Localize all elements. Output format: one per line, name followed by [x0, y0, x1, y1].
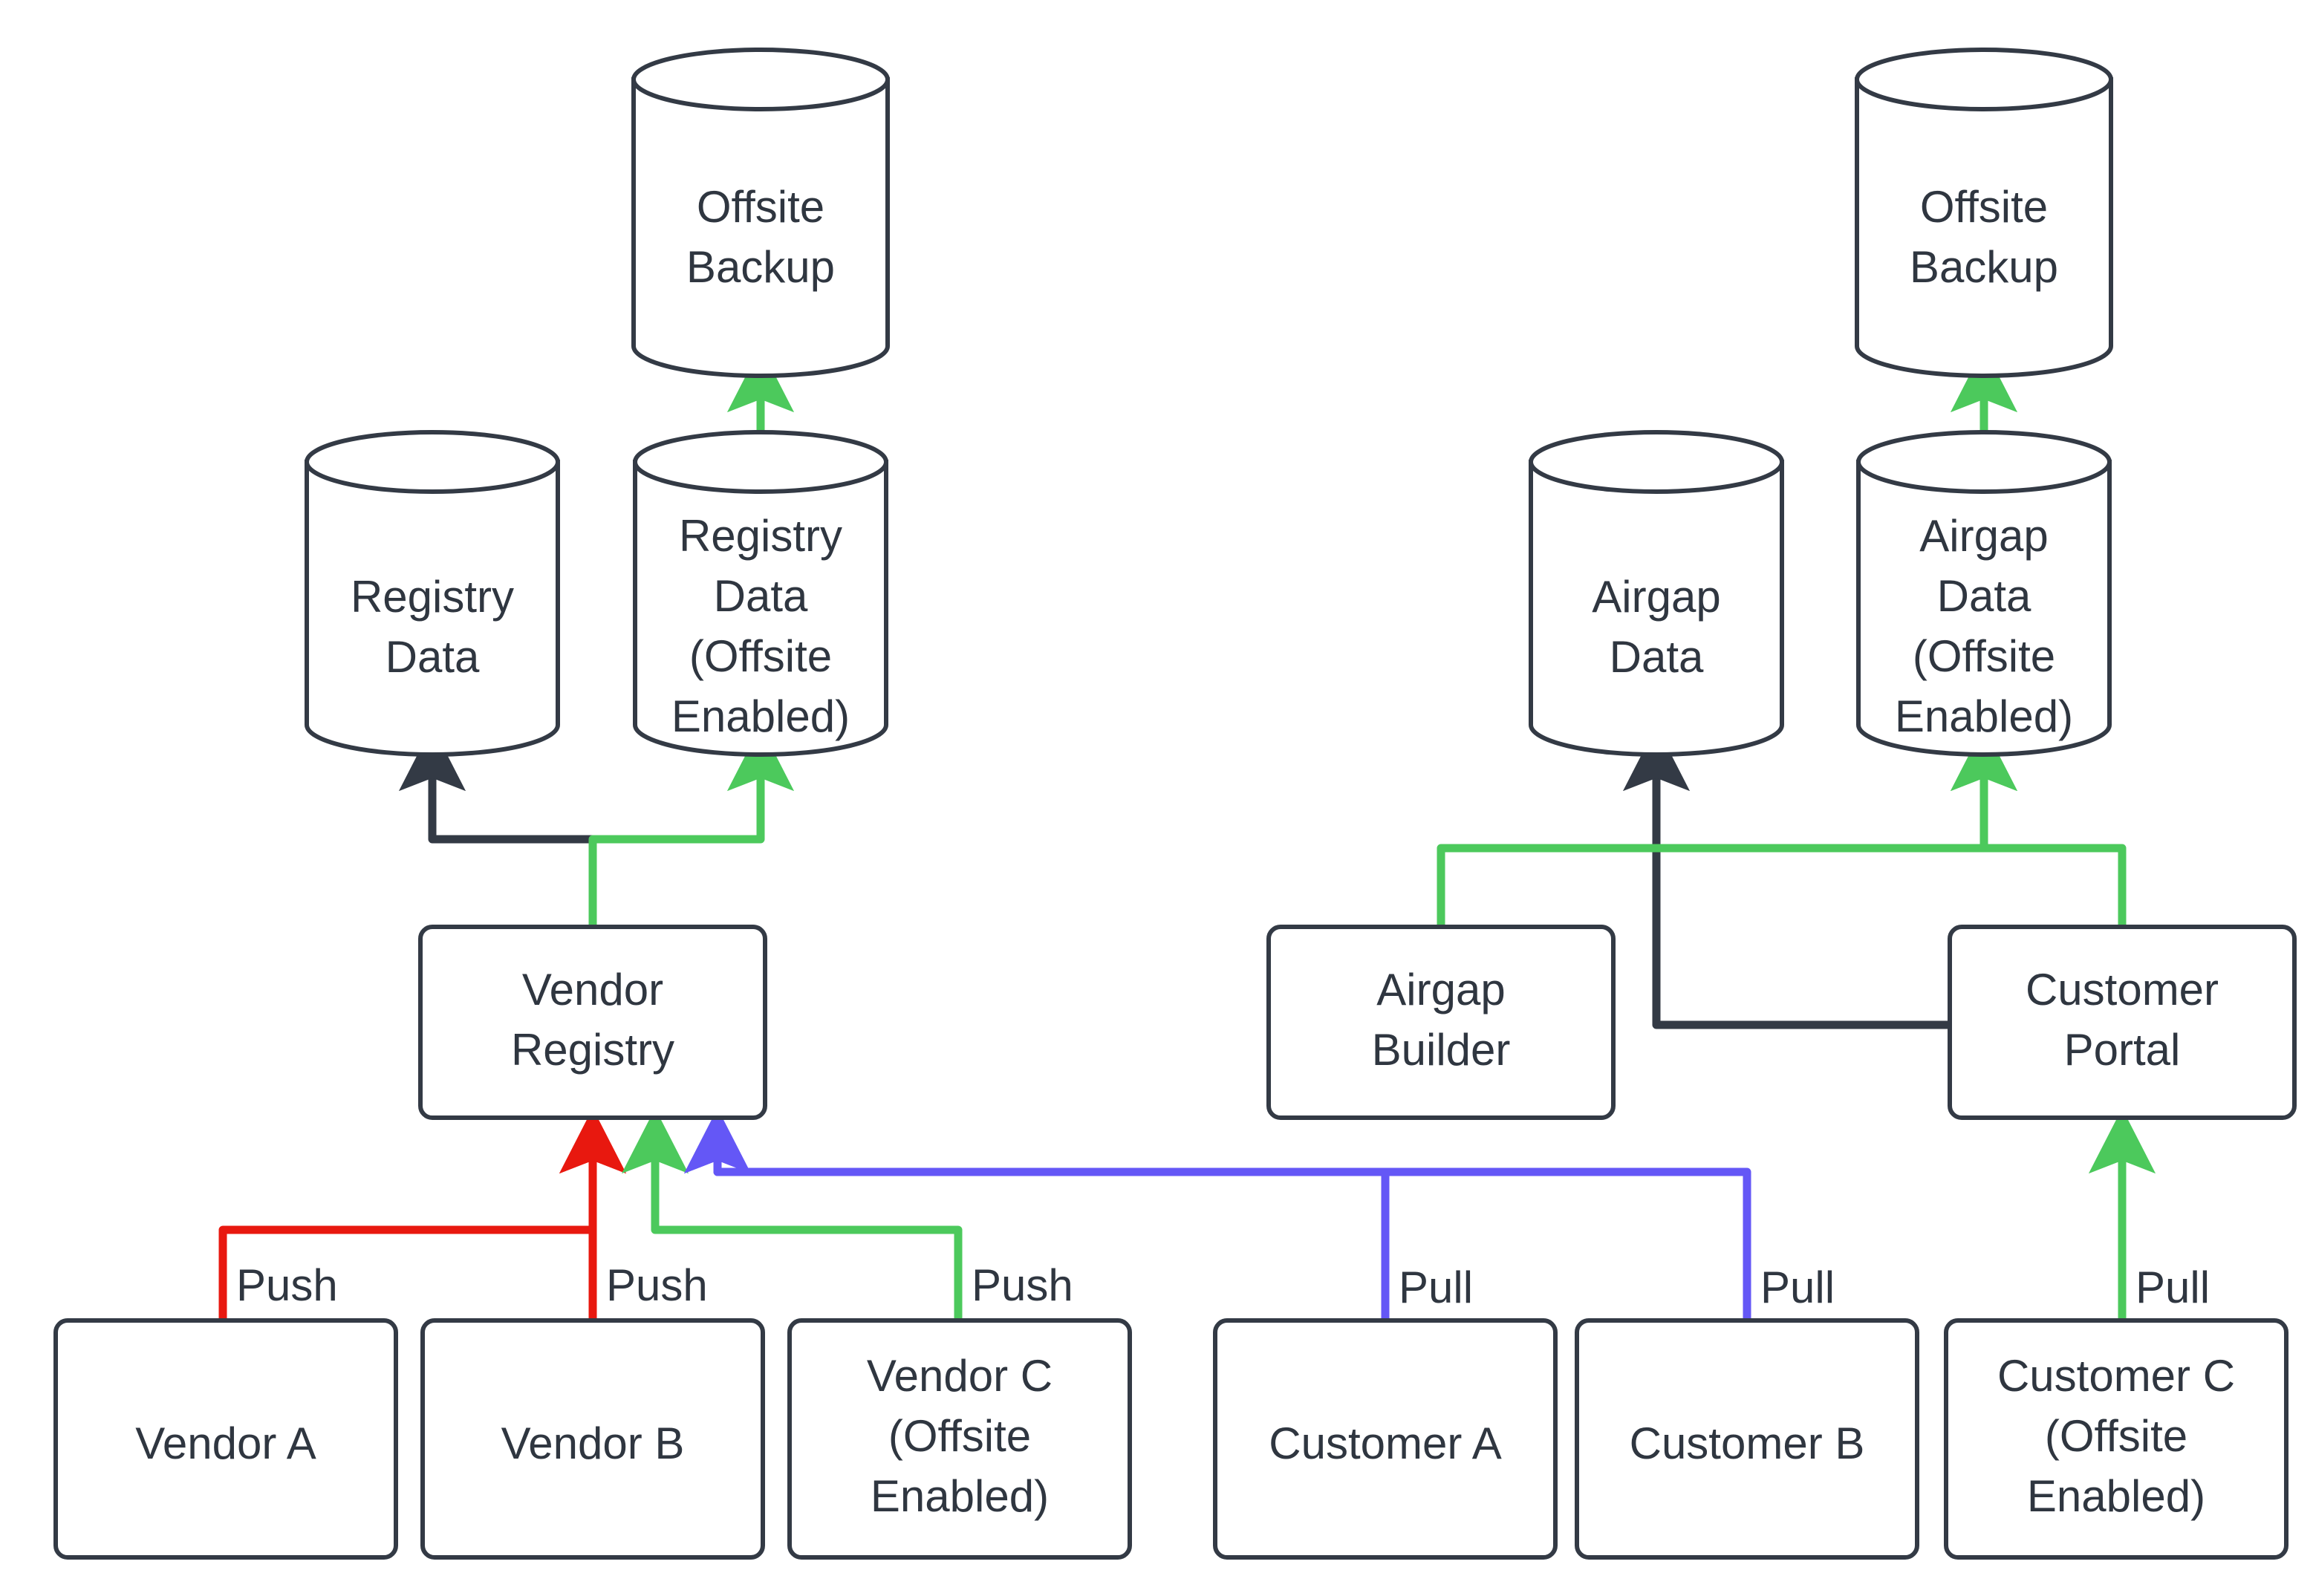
node-vendor-b[interactable]: Vendor B [420, 1318, 765, 1560]
node-registry-data[interactable]: Registry Data [305, 430, 560, 757]
vendor-b-box [420, 1318, 765, 1560]
airgap-data-body [1529, 460, 1784, 757]
airgap-data-label-line1: Airgap [1592, 572, 1720, 622]
airgap-builder-box [1266, 925, 1616, 1120]
node-airgap-data[interactable]: Airgap Data [1529, 430, 1784, 757]
vendor-c-box [787, 1318, 1132, 1560]
customer-a-box [1213, 1318, 1558, 1560]
airgap-data-label-line2: Data [1610, 632, 1704, 682]
offsite-backup-left-label-line2: Backup [686, 242, 835, 292]
edge-customer-b-to-vendor-registry [683, 1108, 1751, 1318]
airgap-data-offsite-label-line1: Airgap [1919, 511, 2048, 561]
node-customer-portal[interactable]: Customer Portal [1948, 925, 2297, 1120]
edge-label-layer: Push Push Push Pull Pull Pull [236, 1260, 2210, 1312]
edge-label-push-c: Push [972, 1260, 1073, 1310]
vendor-c-label-line3: Enabled) [871, 1471, 1049, 1521]
vendor-c-label-line1: Vendor C [867, 1351, 1053, 1401]
registry-data-label-line2: Data [386, 632, 480, 682]
node-vendor-registry[interactable]: Vendor Registry [418, 925, 767, 1120]
registry-data-offsite-label-line3: (Offsite [689, 631, 832, 681]
node-airgap-data-offsite[interactable]: Airgap Data (Offsite Enabled) [1856, 430, 2112, 757]
node-offsite-backup-left[interactable]: Offsite Backup [631, 48, 890, 378]
vendor-b-label: Vendor B [501, 1419, 685, 1468]
registry-data-offsite-top [633, 430, 888, 494]
edge-label-pull-c: Pull [2135, 1263, 2210, 1312]
offsite-backup-right-body [1855, 77, 2113, 378]
customer-portal-label-line1: Customer [2026, 965, 2219, 1014]
registry-data-offsite-label-line2: Data [714, 571, 808, 621]
vendor-registry-label-line2: Registry [511, 1025, 674, 1075]
airgap-data-offsite-label-line3: (Offsite [1913, 631, 2055, 681]
registry-data-offsite-body [633, 460, 888, 757]
customer-b-box [1575, 1318, 1919, 1560]
registry-data-body [305, 460, 560, 757]
customer-c-label-line3: Enabled) [2027, 1471, 2205, 1521]
offsite-backup-right-top [1855, 48, 2113, 111]
node-vendor-a[interactable]: Vendor A [53, 1318, 398, 1560]
airgap-builder-label-line1: Airgap [1376, 965, 1505, 1014]
vendor-a-box [53, 1318, 398, 1560]
edge-label-pull-b: Pull [1760, 1263, 1835, 1312]
edge-label-push-b: Push [606, 1260, 708, 1310]
edge-label-push-a: Push [236, 1260, 338, 1310]
customer-c-label-line2: (Offsite [2045, 1411, 2187, 1461]
airgap-data-offsite-top [1856, 430, 2112, 494]
vendor-registry-box [418, 925, 767, 1120]
customer-b-label: Customer B [1630, 1419, 1865, 1468]
vendor-registry-label-line1: Vendor [522, 965, 663, 1014]
customer-c-label-line1: Customer C [1997, 1351, 2235, 1401]
node-registry-data-offsite[interactable]: Registry Data (Offsite Enabled) [633, 430, 888, 757]
node-customer-c[interactable]: Customer C (Offsite Enabled) [1944, 1318, 2288, 1560]
offsite-backup-right-label-line2: Backup [1910, 242, 2058, 292]
airgap-data-top [1529, 430, 1784, 494]
edge-layer [218, 347, 2156, 1318]
customer-portal-box [1948, 925, 2297, 1120]
node-offsite-backup-right[interactable]: Offsite Backup [1855, 48, 2113, 378]
vendor-a-label: Vendor A [135, 1419, 316, 1468]
offsite-backup-right-label-line1: Offsite [1920, 182, 2048, 232]
node-customer-a[interactable]: Customer A [1213, 1318, 1558, 1560]
customer-c-box [1944, 1318, 2288, 1560]
registry-data-offsite-label-line4: Enabled) [671, 691, 850, 741]
registry-data-label-line1: Registry [351, 572, 514, 622]
edge-vendor-c-to-vendor-registry [621, 1108, 963, 1318]
edge-vendor-registry-to-registry-data-offsite [588, 726, 795, 925]
customer-a-label: Customer A [1269, 1419, 1501, 1468]
node-airgap-builder[interactable]: Airgap Builder [1266, 925, 1616, 1120]
registry-data-offsite-label-line1: Registry [679, 511, 842, 561]
airgap-builder-label-line2: Builder [1372, 1025, 1511, 1075]
node-vendor-c[interactable]: Vendor C (Offsite Enabled) [787, 1318, 1132, 1560]
node-customer-b[interactable]: Customer B [1575, 1318, 1919, 1560]
offsite-backup-left-body [631, 77, 890, 378]
vendor-c-label-line2: (Offsite [888, 1411, 1031, 1461]
offsite-backup-left-top [631, 48, 890, 111]
edge-label-pull-a: Pull [1399, 1263, 1473, 1312]
airgap-data-offsite-label-line2: Data [1937, 571, 2031, 621]
customer-portal-label-line2: Portal [2064, 1025, 2181, 1075]
registry-data-top [305, 430, 560, 494]
offsite-backup-left-label-line1: Offsite [697, 182, 824, 232]
airgap-data-offsite-body [1856, 460, 2112, 757]
airgap-data-offsite-label-line4: Enabled) [1895, 691, 2073, 741]
edge-customer-portal-to-airgap-data-offsite [1950, 726, 2127, 925]
